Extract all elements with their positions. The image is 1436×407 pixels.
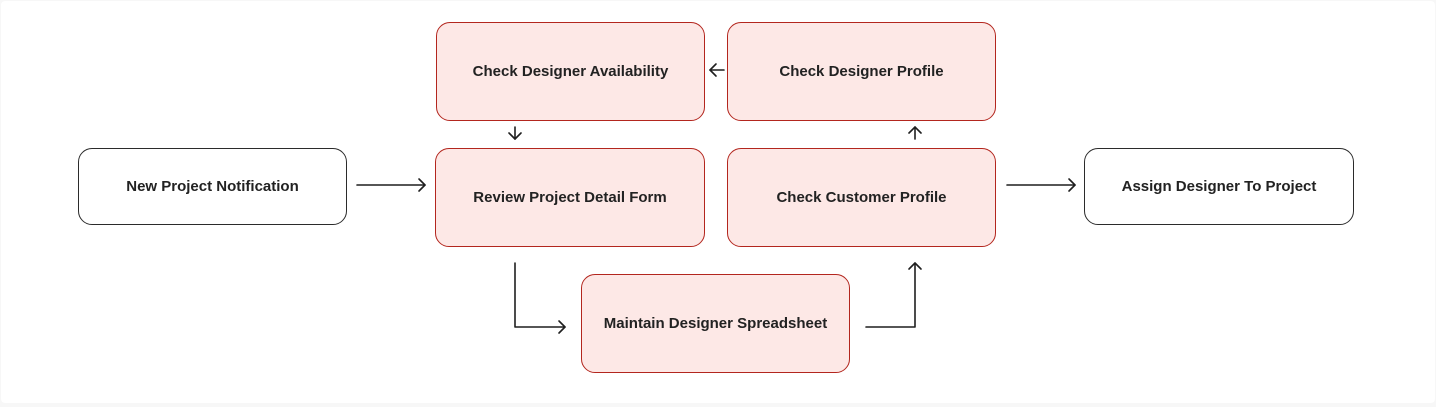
node-check-designer-availability[interactable]: Check Designer Availability	[436, 22, 705, 121]
edge-availability-to-review	[508, 126, 522, 140]
node-label: New Project Notification	[126, 178, 299, 195]
node-review-project-detail-form[interactable]: Review Project Detail Form	[435, 148, 705, 247]
node-new-project-notification[interactable]: New Project Notification	[78, 148, 347, 225]
edge-profile-to-availability	[709, 63, 725, 77]
node-check-designer-profile[interactable]: Check Designer Profile	[727, 22, 996, 121]
node-assign-designer-to-project[interactable]: Assign Designer To Project	[1084, 148, 1354, 225]
node-check-customer-profile[interactable]: Check Customer Profile	[727, 148, 996, 247]
edge-notification-to-review	[356, 178, 426, 192]
edge-customer-to-designer-profile	[908, 126, 922, 140]
node-label: Check Designer Profile	[779, 63, 944, 80]
node-label: Maintain Designer Spreadsheet	[603, 315, 828, 332]
edge-spreadsheet-to-customer	[865, 262, 922, 328]
node-label: Check Designer Availability	[472, 63, 669, 80]
node-maintain-designer-spreadsheet[interactable]: Maintain Designer Spreadsheet	[581, 274, 850, 373]
node-label: Review Project Detail Form	[473, 189, 667, 206]
edge-review-to-spreadsheet	[514, 262, 566, 334]
edge-customer-to-assign	[1006, 178, 1076, 192]
node-label: Check Customer Profile	[776, 189, 947, 206]
node-label: Assign Designer To Project	[1121, 178, 1317, 195]
